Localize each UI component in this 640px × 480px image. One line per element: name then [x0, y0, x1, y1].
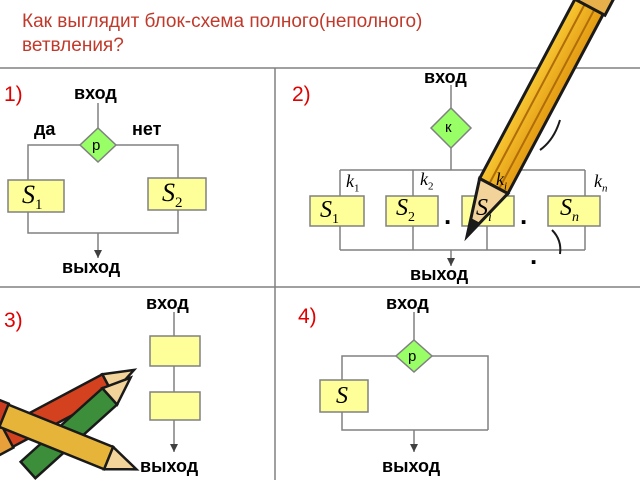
process-block-s2 — [385, 195, 439, 227]
process-block-s1 — [309, 195, 365, 227]
ellipsis-dot: . — [520, 200, 528, 230]
sequence-block-2 — [149, 391, 201, 421]
sequence-block-1 — [149, 335, 201, 367]
quadrant-dividers — [0, 67, 640, 480]
condition-label-4: p — [408, 348, 417, 365]
condition-diamond-4 — [394, 338, 434, 374]
pencils-illustration-bottom-left — [0, 368, 140, 480]
pencil-illustration-top-right — [464, 0, 619, 255]
diagram-4-input-label: вход — [386, 293, 429, 313]
block-label-s2: S2 — [396, 195, 415, 225]
diagram-3-input-label: вход — [146, 293, 189, 313]
branch-label-k1: k1 — [346, 171, 360, 195]
branch-label-kn: kn — [594, 171, 608, 195]
ellipsis-dot: . — [530, 240, 538, 270]
ellipsis-dot: . — [444, 200, 452, 230]
process-block-sn — [547, 195, 601, 227]
diagram-4-number: 4) — [298, 305, 317, 328]
block-label-sn: Sn — [560, 195, 579, 225]
branch-label-k2: k2 — [420, 169, 434, 193]
diagram-2-input-label: вход — [424, 67, 467, 87]
process-block-s — [319, 379, 369, 413]
diagram-1-output-label: выход — [62, 257, 121, 277]
block-label-s: S — [336, 383, 348, 409]
diagram-4-partial-branching — [341, 312, 489, 452]
diagram-3-number: 3) — [4, 309, 23, 332]
diagram-2-number: 2) — [292, 83, 311, 106]
yes-label: да — [34, 119, 56, 139]
slide-title: Как выглядит блок-схема полного(неполног… — [22, 11, 423, 56]
diagram-1-full-branching — [27, 103, 179, 258]
condition-label-1: p — [92, 137, 101, 154]
diagram-3-output-label: выход — [140, 456, 199, 476]
block-label-s1: S1 — [22, 180, 43, 214]
no-label: нет — [132, 119, 162, 139]
process-block-s2 — [147, 177, 207, 211]
diagram-4-output-label: выход — [382, 456, 441, 476]
block-label-si: Si — [476, 195, 492, 225]
process-block-s1 — [7, 179, 65, 213]
branch-label-ki: ki — [496, 169, 508, 193]
block-label-s1: S1 — [320, 197, 339, 227]
condition-diamond-2 — [429, 106, 473, 150]
condition-diamond-1 — [78, 126, 118, 164]
block-label-s2: S2 — [162, 178, 183, 212]
diagram-1-number: 1) — [4, 83, 23, 106]
diagram-1-input-label: вход — [74, 83, 117, 103]
condition-label-2: к — [445, 119, 452, 136]
diagram-2-output-label: выход — [410, 264, 469, 284]
